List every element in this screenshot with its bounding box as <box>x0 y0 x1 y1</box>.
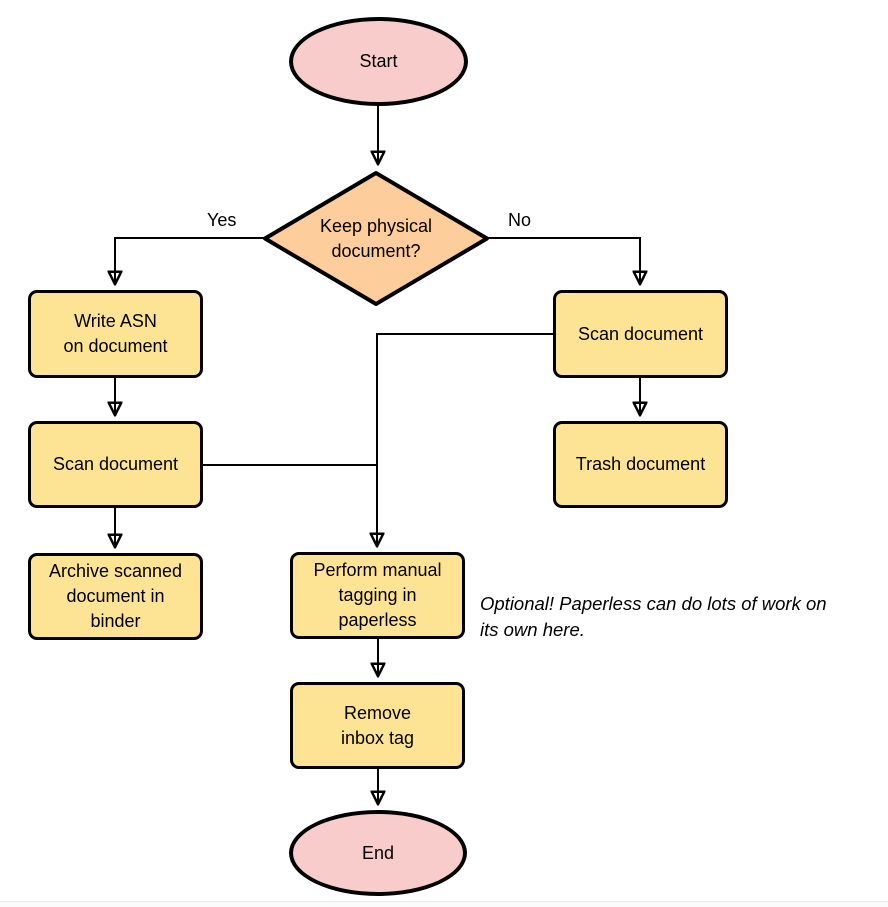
annotation-note: Optional! Paperless can do lots of work … <box>480 593 827 640</box>
node-trash-document-label: Trash document <box>575 454 706 474</box>
node-archive-binder: Archive scanned document in binder <box>28 553 203 640</box>
node-write-asn-label: Write ASN on document <box>63 311 168 356</box>
page-bottom-edge <box>0 901 888 907</box>
node-manual-tagging-label: Perform manual tagging in paperless <box>313 560 442 630</box>
node-manual-tagging: Perform manual tagging in paperless <box>290 552 465 639</box>
edge-label-no: No <box>506 210 534 230</box>
node-scan-document-right-label: Scan document <box>577 323 704 344</box>
edge-decision-to-scan-right <box>487 237 640 283</box>
edge-scan-right-to-tagging <box>377 333 553 545</box>
node-end: End <box>289 810 467 896</box>
node-scan-document-right: Scan document <box>553 290 728 378</box>
node-trash-document: Trash document <box>553 421 728 508</box>
edge-decision-to-write-asn <box>115 237 265 283</box>
node-remove-inbox-tag-label: Remove inbox tag <box>340 702 415 748</box>
node-start-label: Start <box>359 51 398 71</box>
node-scan-document-left: Scan document <box>28 421 203 508</box>
node-write-asn: Write ASN on document <box>28 290 203 378</box>
node-decision-keep-physical: Keep physical document? <box>262 170 490 307</box>
node-end-label: End <box>361 842 395 863</box>
node-remove-inbox-tag: Remove inbox tag <box>290 682 465 769</box>
decision-diamond-shape <box>263 171 489 306</box>
node-decision-label: Keep physical document? <box>319 215 433 261</box>
node-scan-document-left-label: Scan document <box>52 454 179 474</box>
node-archive-binder-label: Archive scanned document in binder <box>48 561 183 631</box>
edge-label-yes: Yes <box>205 210 239 230</box>
node-start: Start <box>289 17 468 106</box>
